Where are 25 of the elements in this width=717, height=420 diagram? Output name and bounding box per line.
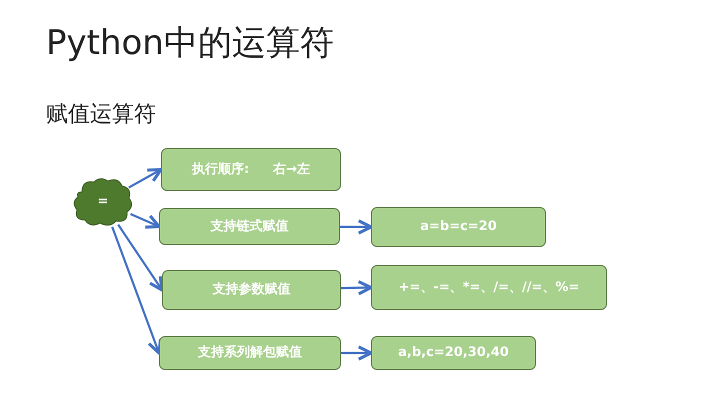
node-text: 执行顺序: [192, 160, 250, 179]
section-heading: 赋值运算符 [46, 101, 156, 129]
node-text: +=、-=、*=、/=、//=、%= [398, 278, 580, 297]
node-text: 支持链式赋值 [210, 218, 288, 236]
arrow [340, 280, 373, 296]
process-box [159, 208, 340, 245]
process-box [161, 148, 341, 191]
process-box [159, 336, 341, 370]
process-box [371, 265, 607, 310]
arrow [130, 213, 161, 229]
process-box [371, 207, 546, 247]
title: Python中的运算符 [46, 22, 334, 64]
node-text: 支持参数赋值 [212, 281, 290, 300]
node-text: = [98, 193, 108, 212]
arrow [128, 168, 163, 189]
node-text: a,b,c=20,30,40 [398, 344, 509, 362]
arrow [341, 345, 373, 361]
process-box [371, 336, 536, 370]
node-text: 右→左 [273, 160, 310, 179]
arrow [117, 224, 164, 292]
arrow [340, 219, 373, 235]
process-box [162, 270, 341, 310]
node-text: 支持系列解包赋值 [198, 344, 302, 362]
cloud-shape [72, 176, 134, 228]
node-text: a=b=c=20 [420, 218, 497, 236]
